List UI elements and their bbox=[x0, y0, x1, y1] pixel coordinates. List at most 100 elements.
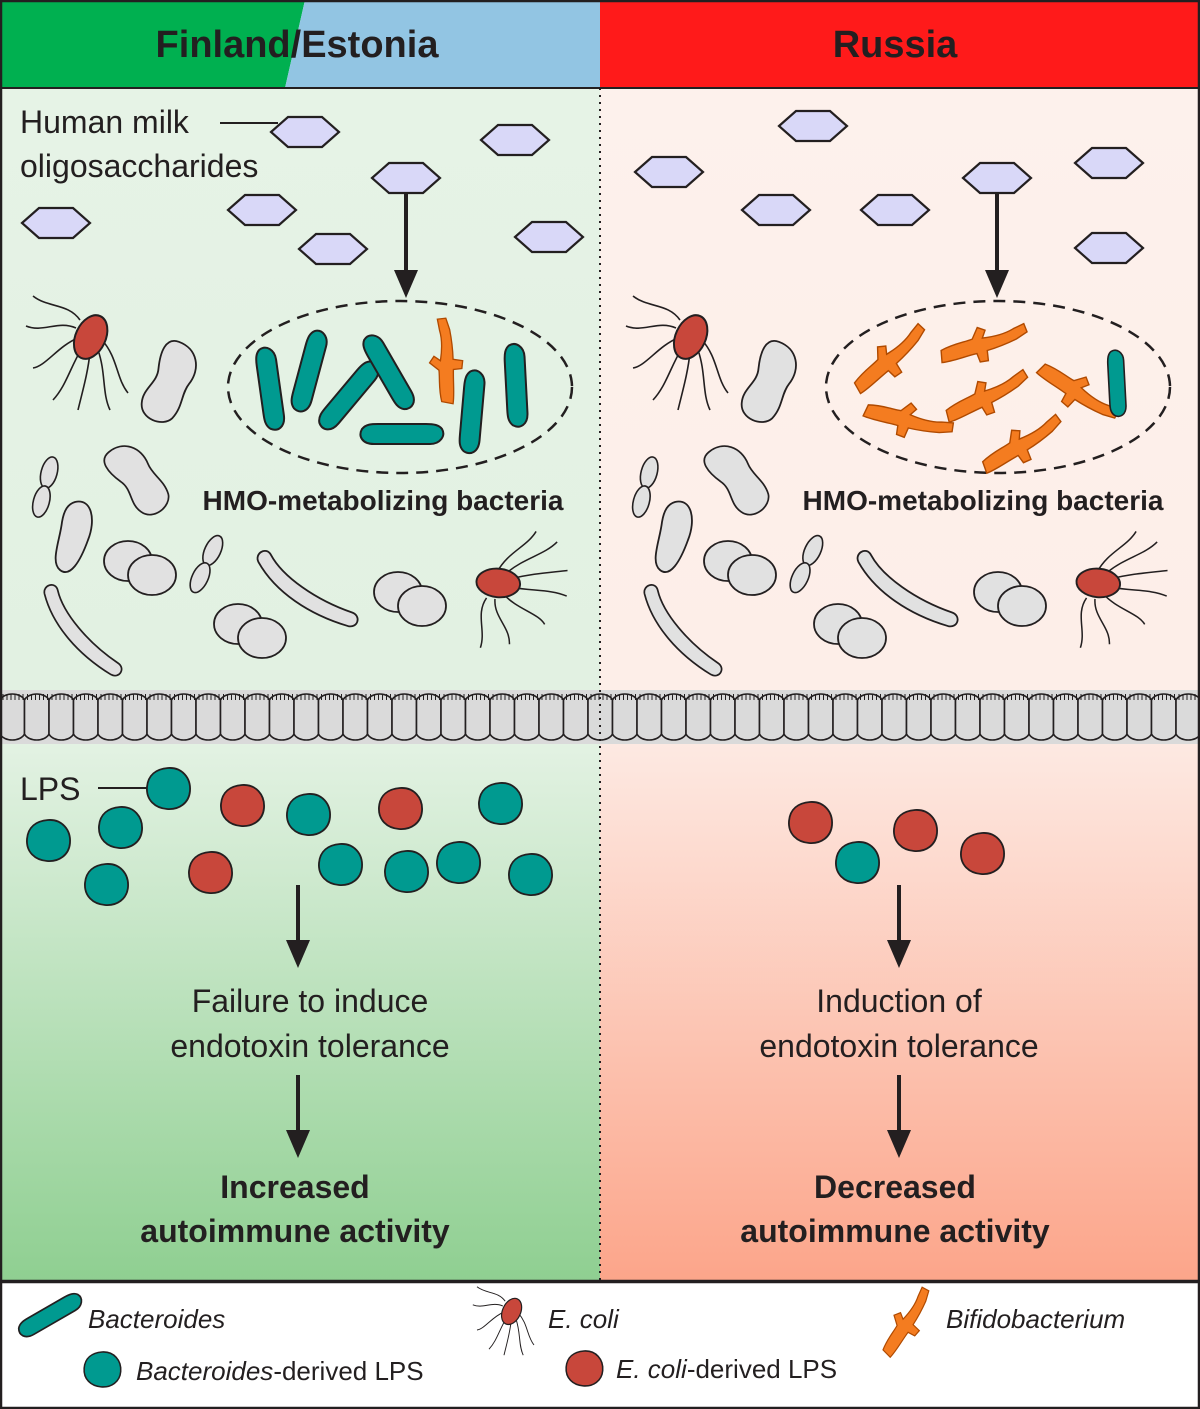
epithelial-cell bbox=[48, 693, 75, 741]
legend-ecoli-label: E. coli bbox=[548, 1304, 620, 1334]
epithelial-cell bbox=[636, 693, 663, 741]
microvilli bbox=[517, 694, 538, 700]
epithelial-cell bbox=[97, 693, 124, 741]
microvilli bbox=[76, 694, 97, 700]
epithelial-cell bbox=[1101, 693, 1128, 741]
right-hmo-bacteria-label: HMO-metabolizing bacteria bbox=[803, 485, 1164, 516]
right-header-title: Russia bbox=[833, 24, 958, 66]
microvilli bbox=[296, 694, 318, 700]
microvilli bbox=[100, 694, 122, 700]
bacteroides-lps bbox=[508, 853, 553, 896]
legend-bacteroides-lps-icon bbox=[83, 1351, 122, 1388]
epithelial-cell bbox=[538, 693, 565, 741]
microvilli bbox=[737, 694, 759, 700]
microvilli bbox=[419, 694, 440, 700]
left-commensal-bacteria bbox=[25, 295, 586, 682]
bacteroides-lps bbox=[436, 841, 481, 884]
bacteroides-icon bbox=[502, 342, 530, 429]
microvilli bbox=[615, 694, 636, 700]
epithelial-cell bbox=[660, 693, 687, 741]
microvilli bbox=[688, 694, 710, 700]
microvilli bbox=[909, 694, 930, 700]
lps-label: LPS bbox=[20, 771, 80, 807]
right-lps-arrow bbox=[887, 885, 911, 968]
epithelial-cell bbox=[807, 693, 834, 741]
epithelial-cell bbox=[293, 693, 320, 741]
epithelial-cell bbox=[1003, 693, 1030, 741]
microvilli bbox=[958, 694, 979, 700]
legend-bacteroides-label: Bacteroides bbox=[88, 1304, 225, 1334]
epithelial-cell bbox=[219, 693, 246, 741]
bacteroides-lps bbox=[384, 850, 429, 893]
legend-ecoli-lps-label: E. coli-derived LPS bbox=[616, 1354, 837, 1384]
microvilli bbox=[2, 694, 24, 700]
left-hmo-bacteria-group bbox=[226, 299, 574, 475]
microvilli bbox=[27, 694, 48, 700]
ecoli-lps bbox=[188, 851, 233, 894]
finland-color-band bbox=[0, 0, 305, 88]
right-outcome-arrow bbox=[887, 1075, 911, 1158]
microvilli bbox=[1056, 694, 1077, 700]
epithelial-cell bbox=[23, 693, 50, 741]
epithelial-cell bbox=[1052, 693, 1079, 741]
epithelial-cell bbox=[195, 693, 222, 741]
ecoli-lps bbox=[220, 784, 265, 827]
left-header-title: Finland/Estonia bbox=[156, 24, 440, 66]
legend-box bbox=[0, 1280, 1200, 1409]
ecoli-lps bbox=[788, 801, 833, 844]
microvilli bbox=[762, 694, 783, 700]
header: Finland/Estonia Russia bbox=[0, 0, 1200, 88]
left-outcome-step2-line2: autoimmune activity bbox=[140, 1213, 450, 1249]
epithelial-cell bbox=[979, 693, 1006, 741]
russia-color-band bbox=[600, 0, 1200, 88]
microvilli bbox=[149, 694, 171, 700]
microvilli bbox=[125, 694, 146, 700]
epithelial-cell bbox=[464, 693, 491, 741]
right-outcome-step1-line1: Induction of bbox=[816, 983, 982, 1019]
microvilli bbox=[566, 694, 587, 700]
epithelial-cell bbox=[0, 693, 26, 741]
hmo-label-line2: oligosaccharides bbox=[20, 148, 258, 184]
legend-bacteroides-lps-label: Bacteroides-derived LPS bbox=[136, 1356, 424, 1386]
epithelial-cell bbox=[709, 693, 736, 741]
commensal-bacterium bbox=[654, 500, 693, 573]
epithelial-cell bbox=[856, 693, 883, 741]
right-commensal-bacteria bbox=[625, 295, 1186, 682]
epithelial-cell bbox=[734, 693, 761, 741]
bacteroides-lps bbox=[146, 767, 191, 810]
hmo-label-line1: Human milk bbox=[20, 104, 190, 140]
microvilli bbox=[468, 694, 489, 700]
epithelial-cell bbox=[146, 693, 173, 741]
epithelial-cell bbox=[783, 693, 810, 741]
left-hmo-label: Human milk oligosaccharides bbox=[20, 104, 278, 184]
right-outcome-step1-line2: endotoxin tolerance bbox=[759, 1028, 1038, 1064]
microvilli bbox=[541, 694, 563, 700]
left-hmo-arrow bbox=[394, 194, 418, 298]
bacteroides-lps bbox=[478, 782, 523, 825]
epithelial-cell bbox=[440, 693, 467, 741]
microvilli bbox=[933, 694, 955, 700]
left-outcome-step2-line1: Increased bbox=[220, 1169, 369, 1205]
bacteroides-lps bbox=[318, 843, 363, 886]
epithelial-cell bbox=[170, 693, 197, 741]
microvilli bbox=[394, 694, 416, 700]
epithelial-cell bbox=[685, 693, 712, 741]
epithelial-cell bbox=[415, 693, 442, 741]
left-outcome-arrow bbox=[286, 1075, 310, 1158]
legend-ecoli-lps-icon bbox=[565, 1350, 604, 1387]
epithelial-cell bbox=[489, 693, 516, 741]
ecoli-lps bbox=[893, 809, 938, 852]
microvilli bbox=[713, 694, 734, 700]
microvilli bbox=[1178, 694, 1200, 700]
estonia-color-band bbox=[285, 0, 600, 88]
epithelial-cell bbox=[1175, 693, 1200, 741]
right-hmo-bacteria-group bbox=[824, 299, 1172, 475]
epithelial-cell bbox=[1028, 693, 1055, 741]
epithelial-cell bbox=[881, 693, 908, 741]
bacteroides-lps bbox=[98, 806, 143, 849]
epithelial-cell bbox=[954, 693, 981, 741]
epithelial-cell bbox=[562, 693, 589, 741]
left-outcome-step1-line2: endotoxin tolerance bbox=[170, 1028, 449, 1064]
bacteroides-lps bbox=[26, 819, 71, 862]
